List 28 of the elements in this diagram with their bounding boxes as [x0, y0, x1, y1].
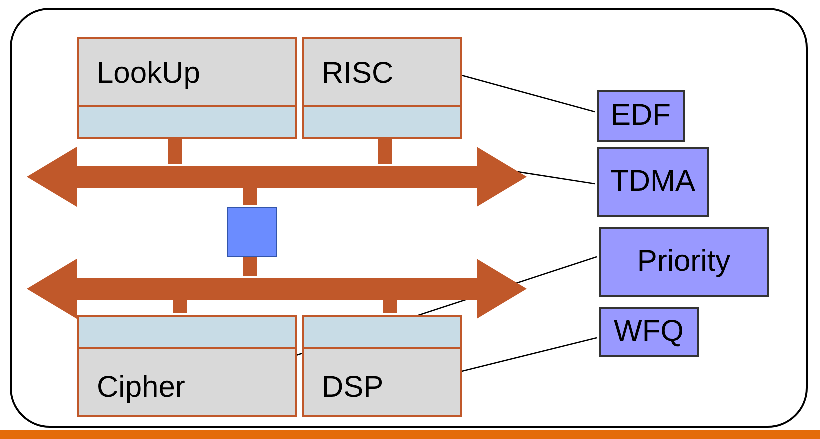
block-label: DSP — [322, 371, 384, 405]
bus-arrow — [27, 147, 527, 207]
processor-block — [302, 315, 462, 417]
block-label: EDF — [610, 99, 672, 133]
bus-stub — [173, 298, 187, 313]
block-label: RISC — [322, 57, 394, 91]
processor-block — [77, 315, 297, 417]
block-label: WFQ — [613, 315, 685, 349]
policy-box — [599, 227, 769, 297]
bus-stub — [383, 298, 397, 313]
leader-line — [460, 337, 598, 373]
block-label: LookUp — [97, 57, 200, 91]
bridge-box — [227, 207, 277, 257]
bus-stub — [243, 255, 257, 276]
block-label: Priority — [636, 245, 732, 279]
processor-block — [77, 37, 297, 139]
block-label: TDMA — [610, 165, 696, 199]
bus-stub — [243, 186, 257, 205]
system-frame — [10, 8, 808, 428]
bus-stub — [168, 137, 182, 164]
leader-line — [460, 74, 596, 113]
policy-box — [597, 147, 709, 217]
block-label: Cipher — [97, 371, 186, 405]
processor-block — [302, 37, 462, 139]
bus-arrow — [27, 259, 527, 319]
policy-box — [597, 90, 685, 142]
policy-box — [599, 307, 699, 357]
bus-stub — [378, 137, 392, 164]
